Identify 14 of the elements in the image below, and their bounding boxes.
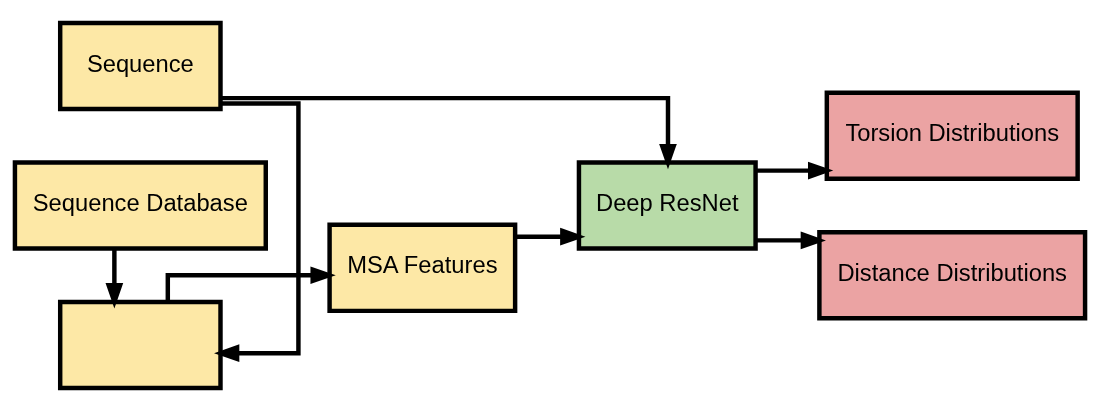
node-box <box>57 299 223 391</box>
arrow <box>515 227 586 246</box>
arrow <box>755 161 834 180</box>
node-box: Torsion Distributions <box>824 90 1080 181</box>
node-box: MSA Features <box>327 222 518 314</box>
arrow <box>221 95 677 170</box>
arrow <box>165 266 336 302</box>
node-box: Sequence Database <box>12 160 268 251</box>
arrow <box>755 231 826 250</box>
node-box: Deep ResNet <box>576 160 758 251</box>
arrow <box>214 101 301 363</box>
arrow <box>105 248 124 309</box>
node-box: Distance Distributions <box>817 230 1088 321</box>
node-box: Sequence <box>57 20 223 112</box>
